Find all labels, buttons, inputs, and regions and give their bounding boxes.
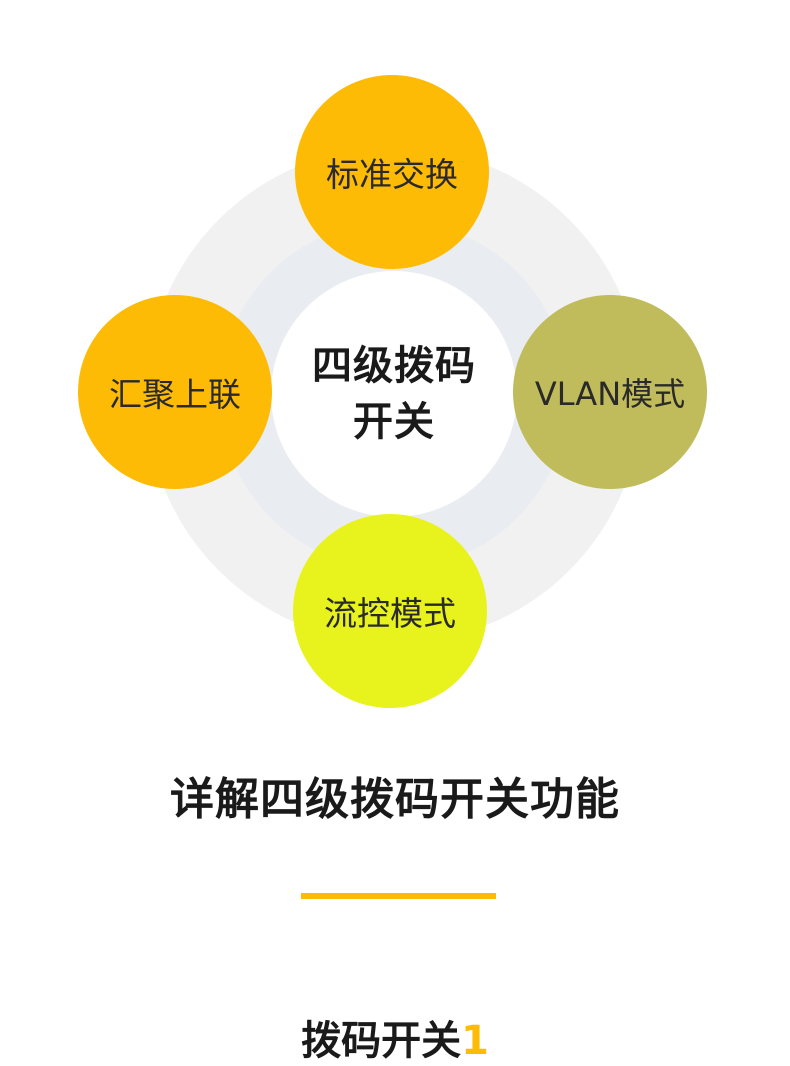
node-aggregation-uplink: 汇聚上联 <box>78 295 272 489</box>
node-standard-switching: 标准交换 <box>295 75 489 269</box>
heading-underline <box>301 893 496 899</box>
node-flow-control-mode: 流控模式 <box>293 514 487 708</box>
center-title-line-1: 四级拨码 <box>312 343 476 389</box>
node-vlan-mode: VLAN模式 <box>513 295 707 489</box>
subsection-title: 拨码开关1 <box>0 1008 790 1066</box>
subsection-label: 拨码开关 <box>301 1018 462 1064</box>
center-title-line-2: 开关 <box>353 399 435 445</box>
subsection-number: 1 <box>461 1018 489 1064</box>
center-circle: 四级拨码 开关 <box>271 271 517 517</box>
section-heading: 详解四级拨码开关功能 <box>170 774 620 825</box>
